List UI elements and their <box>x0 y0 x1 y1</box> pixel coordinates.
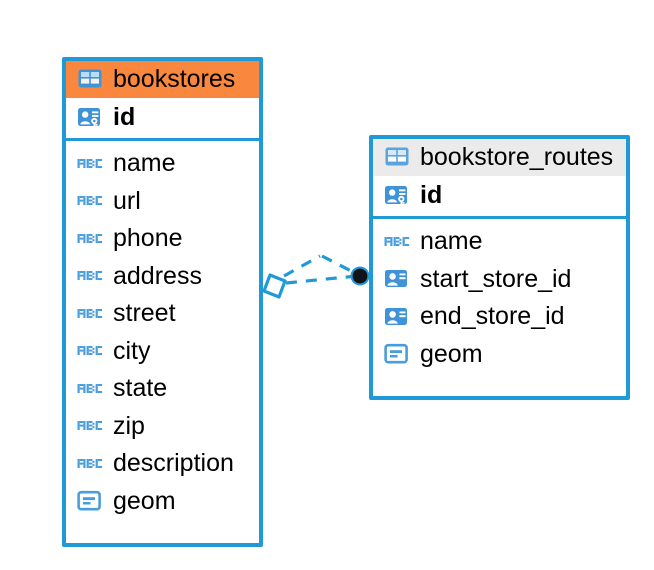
abc-text-icon <box>77 308 103 318</box>
primary-key-label: id <box>113 103 136 132</box>
field-label: geom <box>113 486 176 515</box>
relationship-line-branch-a <box>283 254 321 278</box>
field-row[interactable]: street <box>66 295 259 333</box>
primary-key-label: id <box>420 181 443 210</box>
field-label: url <box>113 186 141 215</box>
field-list-bookstores: name url phone address street city state zip des… <box>66 141 259 526</box>
entity-table-bookstores[interactable]: bookstores id name url phone address street c… <box>62 57 263 547</box>
field-label: name <box>113 149 176 178</box>
entity-name-label: bookstores <box>113 65 236 93</box>
field-label: zip <box>113 411 145 440</box>
field-row[interactable]: geom <box>373 336 626 374</box>
field-row[interactable]: address <box>66 258 259 296</box>
field-row[interactable]: city <box>66 333 259 371</box>
abc-text-icon <box>77 158 103 168</box>
field-label: name <box>420 227 483 256</box>
field-label: phone <box>113 224 183 253</box>
geometry-icon <box>384 343 408 364</box>
abc-text-icon <box>77 346 103 355</box>
entity-header-bookstore-routes[interactable]: bookstore_routes <box>373 139 626 177</box>
field-row[interactable]: geom <box>66 483 259 521</box>
abc-text-icon <box>77 383 103 393</box>
field-label: description <box>113 449 234 478</box>
primary-key-row-bookstores[interactable]: id <box>66 98 259 142</box>
abc-text-icon <box>77 421 103 430</box>
table-grid-icon <box>78 69 102 88</box>
primary-key-card-icon <box>385 185 407 207</box>
field-label: city <box>113 336 151 365</box>
filled-circle-endpoint[interactable] <box>350 266 370 286</box>
abc-text-icon <box>77 458 103 468</box>
abc-text-icon <box>77 233 103 243</box>
primary-key-row-bookstore-routes[interactable]: id <box>373 176 626 220</box>
field-row[interactable]: zip <box>66 408 259 446</box>
field-label: street <box>113 299 176 328</box>
field-row[interactable]: name <box>373 223 626 261</box>
abc-text-icon <box>77 196 103 205</box>
entity-header-bookstores[interactable]: bookstores <box>66 61 259 99</box>
field-label: address <box>113 261 202 290</box>
relationship-line-lower <box>285 274 358 285</box>
field-row[interactable]: url <box>66 183 259 221</box>
field-row[interactable]: start_store_id <box>373 261 626 299</box>
relationship-lines <box>283 254 358 285</box>
table-grid-icon <box>385 147 409 166</box>
field-label: state <box>113 374 168 403</box>
diamond-endpoint[interactable] <box>262 273 287 299</box>
field-row[interactable]: state <box>66 370 259 408</box>
foreign-key-icon <box>385 270 407 287</box>
abc-text-icon <box>384 236 410 246</box>
foreign-key-icon <box>385 307 407 325</box>
field-row[interactable]: name <box>66 145 259 183</box>
field-row[interactable]: phone <box>66 220 259 258</box>
relationship-line-branch-b <box>321 254 358 276</box>
field-row[interactable]: description <box>66 445 259 483</box>
field-label: end_store_id <box>420 302 565 331</box>
field-row[interactable]: end_store_id <box>373 298 626 336</box>
field-label: geom <box>420 339 483 368</box>
entity-name-label: bookstore_routes <box>420 143 614 171</box>
geometry-icon <box>77 490 101 511</box>
primary-key-card-icon <box>78 107 100 129</box>
field-label: start_store_id <box>420 264 572 293</box>
abc-text-icon <box>77 271 103 280</box>
